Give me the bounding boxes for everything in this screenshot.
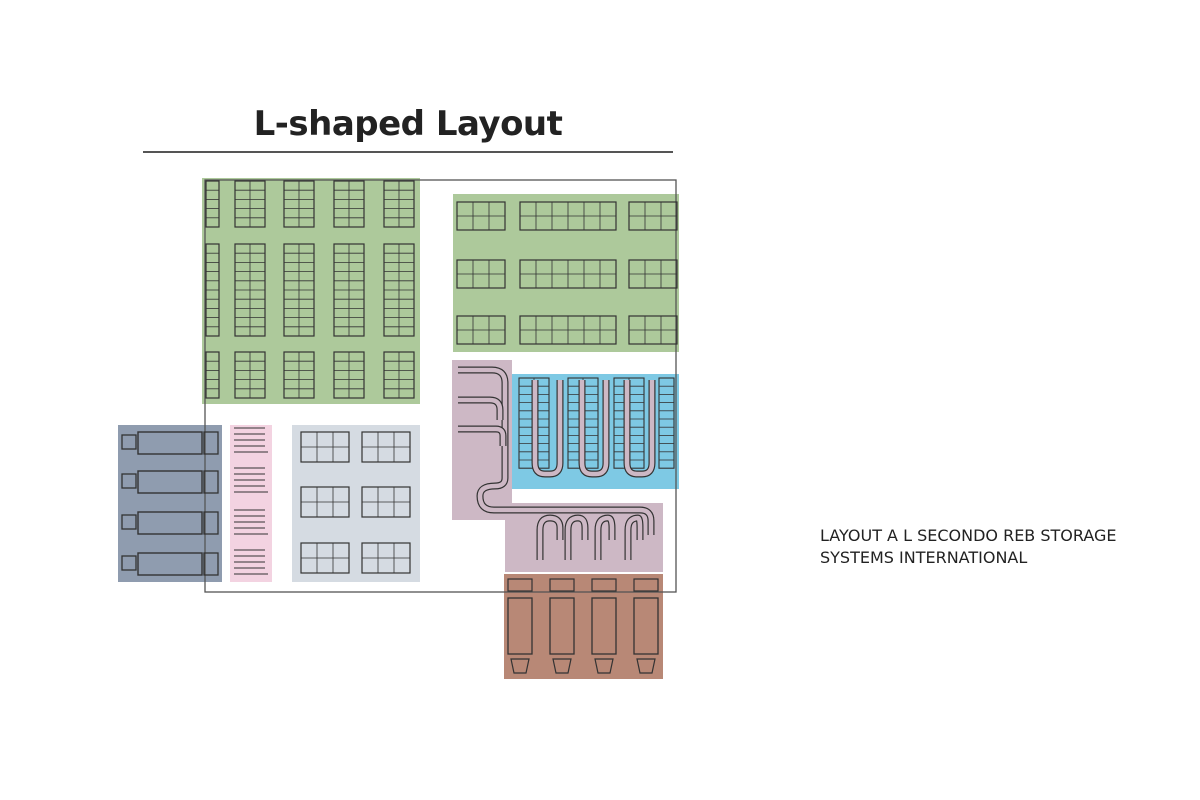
rack-ul-1-1 <box>234 243 266 337</box>
rack-ul-2-0 <box>283 180 315 228</box>
diagram-title: L-shaped Layout <box>253 104 563 144</box>
rack-ur-1-0 <box>519 201 617 231</box>
rack-ul-0-1 <box>205 243 220 337</box>
asrs-loop-1 <box>578 380 610 478</box>
conveyor-drop-2 <box>594 514 616 560</box>
staging-lane-0 <box>234 427 268 453</box>
shipping-bay-0 <box>507 578 533 674</box>
rack-ur-1-2 <box>519 315 617 345</box>
rack-ul-3-0 <box>333 180 365 228</box>
rack-ur-1-1 <box>519 259 617 289</box>
asrs-loop-2 <box>623 380 656 478</box>
staging-lane-1 <box>234 467 268 493</box>
caption-line-2: SYSTEMS INTERNATIONAL <box>820 548 1028 567</box>
rack-ul-4-0 <box>383 180 415 228</box>
diagram-caption: LAYOUT A L SECONDO REB STORAGE SYSTEMS I… <box>820 525 1160 569</box>
conveyor-drop-0 <box>536 514 564 560</box>
pallet-block-3 <box>361 486 411 518</box>
rack-ur-2-1 <box>628 259 678 289</box>
rack-ul-3-1 <box>333 243 365 337</box>
receiving-truck-3 <box>121 552 219 576</box>
rack-ul-1-2 <box>234 351 266 399</box>
conveyor-main <box>458 366 655 535</box>
shipping-bay-3 <box>633 578 659 674</box>
pallet-block-4 <box>300 542 350 574</box>
rack-ul-1-0 <box>234 180 266 228</box>
receiving-truck-2 <box>121 511 219 535</box>
pallet-block-0 <box>300 431 350 463</box>
staging-lane-3 <box>234 549 268 575</box>
title-underline <box>143 151 673 153</box>
asrs-rack-3 <box>658 377 675 469</box>
rack-ur-0-0 <box>456 201 506 231</box>
rack-ul-4-1 <box>383 243 415 337</box>
rack-ur-0-1 <box>456 259 506 289</box>
rack-ul-0-0 <box>205 180 220 228</box>
staging-lane-2 <box>234 509 268 535</box>
conveyor-drop-1 <box>564 514 589 560</box>
shipping-bay-2 <box>591 578 617 674</box>
pallet-block-2 <box>300 486 350 518</box>
asrs-loop-0 <box>531 380 564 478</box>
rack-ul-2-1 <box>283 243 315 337</box>
pallet-block-1 <box>361 431 411 463</box>
rack-ul-3-2 <box>333 351 365 399</box>
conveyor-branch-1 <box>458 396 504 420</box>
caption-line-1: LAYOUT A L SECONDO REB STORAGE <box>820 526 1117 545</box>
building-outline <box>204 179 677 593</box>
receiving-truck-1 <box>121 470 219 494</box>
conveyor-branch-2 <box>458 425 507 446</box>
rack-ul-4-2 <box>383 351 415 399</box>
receiving-truck-0 <box>121 431 219 455</box>
rack-ur-2-2 <box>628 315 678 345</box>
rack-ur-0-2 <box>456 315 506 345</box>
conveyor-drop-3 <box>624 514 644 560</box>
pallet-block-5 <box>361 542 411 574</box>
zone-storage-racks-upper-right <box>453 194 679 352</box>
rack-ul-0-2 <box>205 351 220 399</box>
shipping-bay-1 <box>549 578 575 674</box>
zone-staging-lanes <box>230 425 272 582</box>
zone-pallet-storage-grey <box>292 425 420 582</box>
rack-ur-2-0 <box>628 201 678 231</box>
rack-ul-2-2 <box>283 351 315 399</box>
